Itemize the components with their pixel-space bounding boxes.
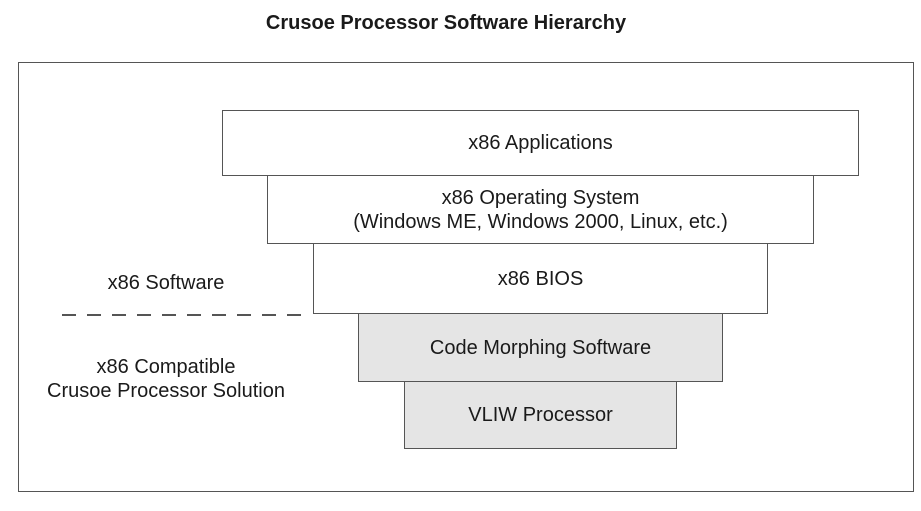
layer-label: Code Morphing Software bbox=[429, 336, 652, 359]
software-hardware-divider bbox=[62, 314, 302, 316]
layer-code-morphing-software: Code Morphing Software bbox=[358, 313, 723, 382]
x86-software-label: x86 Software bbox=[107, 272, 225, 294]
diagram-frame bbox=[18, 62, 914, 492]
layer-label: x86 BIOS bbox=[497, 267, 584, 290]
layer-label-line1: x86 Operating System bbox=[441, 186, 640, 209]
layer-label-line2: (Windows ME, Windows 2000, Linux, etc.) bbox=[353, 210, 728, 233]
layer-x86-operating-system: x86 Operating System (Windows ME, Window… bbox=[267, 175, 814, 244]
layer-label: VLIW Processor bbox=[468, 404, 613, 426]
compatible-label-line1: x86 Compatible bbox=[96, 356, 236, 378]
layer-label: x86 Applications bbox=[468, 132, 613, 154]
layer-x86-bios: x86 BIOS bbox=[313, 243, 768, 314]
layer-vliw-processor: VLIW Processor bbox=[404, 381, 677, 449]
compatible-label-line2: Crusoe Processor Solution bbox=[47, 380, 285, 402]
diagram-title: Crusoe Processor Software Hierarchy bbox=[265, 12, 627, 34]
compatible-solution-label: x86 Compatible Crusoe Processor Solution bbox=[20, 355, 312, 403]
layer-x86-applications: x86 Applications bbox=[222, 110, 859, 176]
